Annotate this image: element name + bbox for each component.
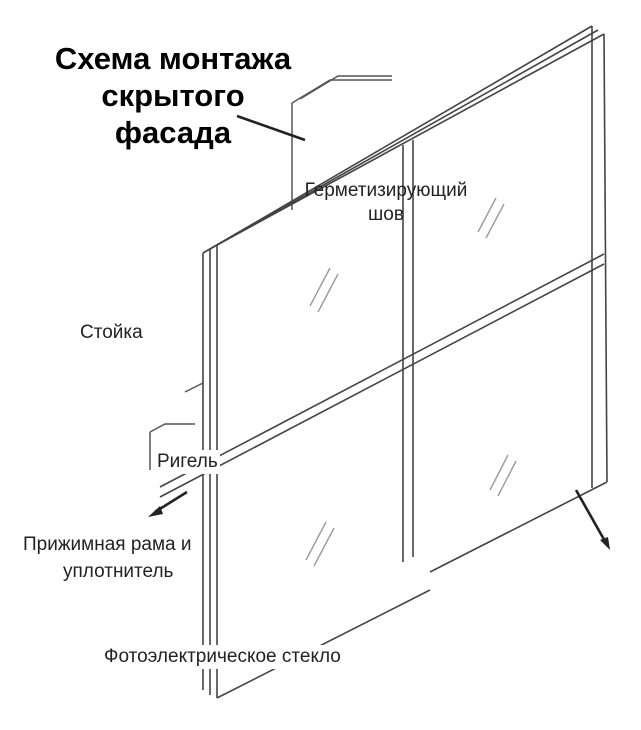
label-pressure-frame-line-1: Прижимная рама и [23, 534, 192, 555]
mullion-joint [402, 140, 414, 562]
title-line-3: фасада [114, 115, 232, 150]
label-pressure-frame-line-2: уплотнитель [63, 561, 174, 582]
label-pressure-frame: Прижимная рама и уплотнитель [23, 531, 192, 585]
arrow-heads [148, 506, 610, 550]
title-line-2: скрытого [101, 78, 245, 113]
label-sealing-joint-line-2: шов [368, 204, 404, 225]
label-sealing-joint: Герметизирующий шов [271, 179, 501, 227]
label-pv-glass: Фотоэлектрическое стекло [102, 645, 343, 669]
label-sealing-joint-line-1: Герметизирующий [304, 180, 468, 201]
label-transom: Ригель [155, 450, 220, 474]
diagram-title: Схема монтажа скрытого фасада [28, 40, 318, 151]
top-mullion-bracket [291, 75, 392, 210]
transom-joint [159, 253, 605, 498]
left-transom-bracket [149, 382, 204, 470]
label-mullion: Стойка [80, 322, 143, 343]
title-line-1: Схема монтажа [54, 41, 292, 76]
glass-reflections [305, 197, 517, 567]
